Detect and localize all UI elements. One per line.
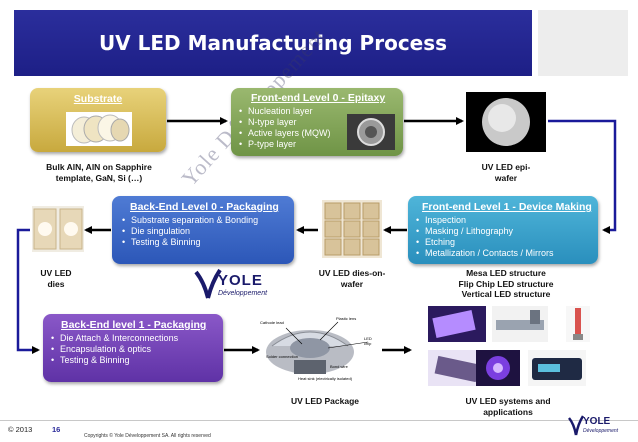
substrate-box: Substrate	[30, 88, 166, 152]
list-item: Substrate separation & Bonding	[122, 215, 294, 226]
substrate-title: Substrate	[73, 93, 123, 105]
list-item: Die singulation	[122, 226, 294, 237]
dies-caption: UV LED dies	[40, 268, 72, 289]
yole-logo: YOLE Développement	[194, 268, 284, 304]
epi-wafer-caption: UV LED epi- wafer	[481, 162, 531, 183]
device-making-box: Front-end Level 1 - Device Making Inspec…	[408, 196, 598, 264]
device-making-title: Front-end Level 1 - Device Making	[422, 201, 592, 213]
dies-on-wafer-caption: UV LED dies-on- wafer	[318, 268, 386, 289]
system-image-5	[476, 350, 520, 386]
list-item: Encapsulation & optics	[51, 344, 223, 355]
epitaxy-reactor-image	[347, 114, 395, 150]
be1-list: Die Attach & Interconnections Encapsulat…	[51, 333, 223, 366]
uv-led-package-image: Cathode lead Plastic lens LED chip Solde…	[258, 312, 380, 384]
list-item: Metallization / Contacts / Mirrors	[416, 248, 598, 259]
system-image-3	[566, 306, 590, 342]
list-item: Testing & Binning	[122, 237, 294, 248]
list-item: N-type layer	[239, 117, 403, 128]
footer-copyright: Copyrights © Yole Développement SA. All …	[84, 433, 211, 439]
arrow-epiwafer-to-device-making	[548, 119, 617, 234]
device-making-list: Inspection Masking / Lithography Etching…	[416, 215, 598, 259]
yole-y-icon	[194, 268, 222, 299]
uv-led-dies-image	[32, 206, 84, 252]
list-item: P-type layer	[239, 139, 403, 150]
be1-title: Back-End level 1 - Packaging	[61, 319, 207, 331]
dies-on-wafer-image	[322, 200, 382, 258]
be0-packaging-box: Back-End Level 0 - Packaging Substrate s…	[112, 196, 294, 264]
list-item: Testing & Binning	[51, 355, 223, 366]
led-structures-caption: Mesa LED structure Flip Chip LED structu…	[458, 268, 554, 299]
footer-yole-y-icon	[568, 415, 584, 436]
list-item: Masking / Lithography	[416, 226, 598, 237]
arrow-dies-to-be1	[16, 228, 40, 354]
package-drawing	[266, 321, 369, 374]
epitaxy-title: Front-end Level 0 - Epitaxy	[251, 92, 386, 104]
system-image-2	[492, 306, 548, 342]
footer-divider	[0, 420, 638, 421]
systems-caption: UV LED systems and applications	[465, 396, 551, 417]
list-item: Etching	[416, 237, 598, 248]
list-item: Nucleation layer	[239, 106, 403, 117]
be0-list: Substrate separation & Bonding Die singu…	[122, 215, 294, 248]
be0-title: Back-End Level 0 - Packaging	[130, 201, 279, 213]
package-caption: UV LED Package	[290, 396, 360, 406]
be1-packaging-box: Back-End level 1 - Packaging Die Attach …	[43, 314, 223, 382]
page-title: UV LED Manufacturing Process	[98, 31, 448, 55]
title-bar: UV LED Manufacturing Process	[14, 10, 532, 76]
system-image-6	[528, 350, 586, 386]
epitaxy-list: Nucleation layer N-type layer Active lay…	[239, 106, 403, 150]
substrate-caption: Bulk AlN, AlN on Sapphire template, GaN,…	[46, 162, 152, 183]
list-item: Active layers (MQW)	[239, 128, 403, 139]
list-item: Inspection	[416, 215, 598, 226]
substrate-wafers-image	[66, 112, 132, 146]
epi-wafer-image	[466, 92, 546, 152]
system-image-1	[428, 306, 486, 342]
footer-logo: YOLE Développement	[568, 414, 632, 438]
epitaxy-box: Front-end Level 0 - Epitaxy Nucleation l…	[231, 88, 403, 156]
header-strip	[538, 10, 628, 76]
page-number: 16	[52, 425, 61, 434]
list-item: Die Attach & Interconnections	[51, 333, 223, 344]
footer-year: © 2013	[8, 425, 33, 434]
